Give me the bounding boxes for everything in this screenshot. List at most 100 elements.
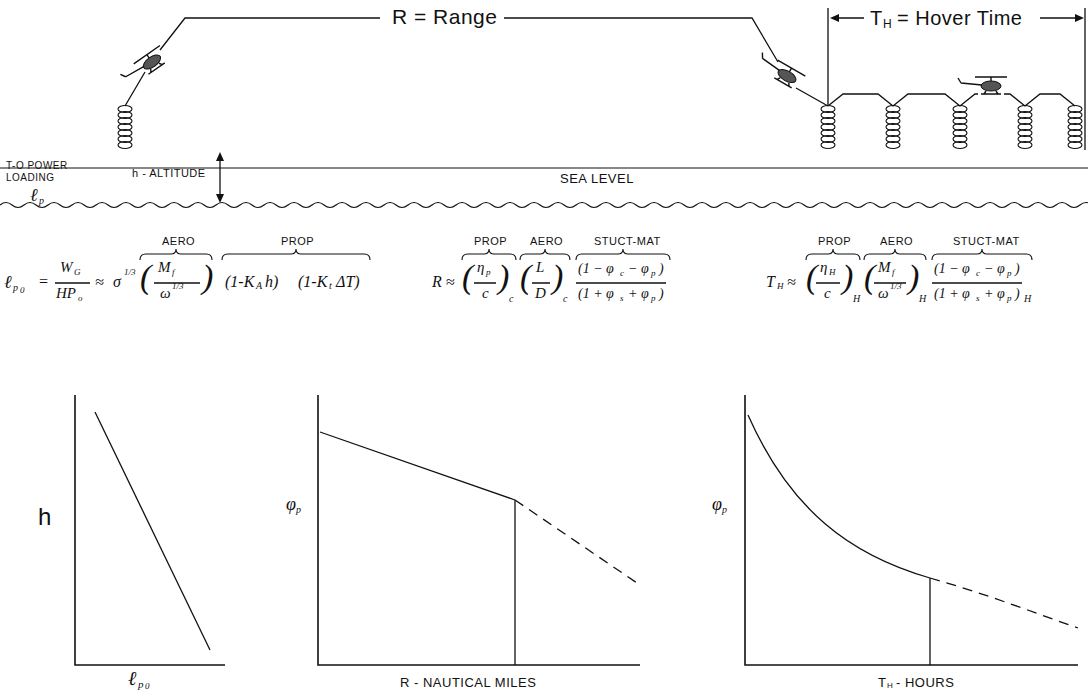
arrowhead bbox=[216, 152, 224, 161]
equation-term: p bbox=[722, 505, 727, 515]
helicopter bbox=[754, 52, 805, 91]
equation-term: ( bbox=[520, 260, 531, 294]
equation-term: c bbox=[824, 286, 831, 301]
equation-term: p bbox=[39, 196, 44, 206]
equation-term: ω bbox=[160, 286, 171, 301]
equation-term: ℓ bbox=[30, 186, 38, 204]
overbrace bbox=[576, 249, 670, 260]
chart-curve bbox=[748, 415, 930, 665]
label: PROP bbox=[818, 236, 851, 247]
chart-curve-dashed bbox=[930, 578, 1078, 628]
label: - HOURS bbox=[896, 676, 954, 689]
equation-term: φ bbox=[286, 495, 296, 513]
label: R = Range bbox=[392, 6, 497, 27]
coil-winding bbox=[118, 142, 132, 149]
helicopter bbox=[958, 77, 1007, 94]
equation-term: H bbox=[919, 294, 926, 304]
equation-term: H bbox=[1024, 294, 1031, 304]
equation-term: ) bbox=[1015, 262, 1020, 276]
equation-term: ) bbox=[498, 260, 509, 294]
equation-term: ( bbox=[806, 260, 817, 294]
flight-path bbox=[125, 18, 828, 106]
equation-term: 1/3 bbox=[890, 282, 902, 291]
equation-term: η bbox=[477, 260, 484, 275]
equation-term: (1-K bbox=[225, 274, 254, 290]
equation-term: ) bbox=[908, 260, 919, 294]
equation-term: c bbox=[509, 294, 513, 304]
equation-term: σ bbox=[113, 274, 121, 290]
equation-term: HP bbox=[56, 286, 76, 301]
hover-path bbox=[828, 94, 1075, 106]
label: AERO bbox=[880, 236, 913, 247]
equation-term: p bbox=[13, 283, 18, 293]
equation-term: (1 + φ bbox=[578, 287, 614, 301]
overbrace bbox=[520, 249, 570, 260]
arrowhead bbox=[1075, 14, 1084, 22]
equation-term: c bbox=[620, 269, 624, 278]
hover-dimension-line bbox=[828, 8, 1085, 150]
equation-term: p bbox=[1007, 269, 1012, 278]
equation-term: R ≈ bbox=[432, 274, 455, 290]
equation-term: ≈ bbox=[787, 274, 796, 290]
equation-term: G bbox=[74, 268, 81, 277]
helicopter bbox=[120, 45, 170, 87]
equation-term: η bbox=[820, 260, 827, 275]
equation-term: 1/3 bbox=[172, 282, 184, 291]
coil-winding bbox=[1018, 142, 1032, 149]
equation-term: p bbox=[1007, 294, 1012, 303]
equation-term: M bbox=[158, 260, 171, 275]
equation-term: H bbox=[853, 294, 860, 304]
label: H bbox=[887, 682, 893, 690]
fraction-bar bbox=[55, 282, 1022, 283]
sea-waves bbox=[0, 203, 1088, 208]
chart-line bbox=[320, 432, 515, 665]
overbrace bbox=[222, 249, 370, 260]
equation-term: H bbox=[829, 268, 836, 277]
equation-term: − φ bbox=[984, 262, 1005, 276]
equation-term: ( bbox=[864, 260, 875, 294]
equation-term: p bbox=[651, 294, 656, 303]
equation-term: ℓ bbox=[4, 273, 12, 291]
equation-term: D bbox=[535, 286, 546, 301]
equation-term: p bbox=[486, 268, 491, 277]
equation-term: s bbox=[620, 294, 624, 303]
equation-term: p bbox=[296, 505, 301, 515]
equation-term: ( bbox=[462, 260, 473, 294]
equation-term: + φ bbox=[628, 287, 649, 301]
equation-term: s bbox=[976, 294, 980, 303]
equation-term: W bbox=[60, 260, 73, 275]
equation-term: φ bbox=[712, 495, 722, 513]
equation-term: (1 − φ bbox=[578, 262, 614, 276]
chart-axes bbox=[75, 395, 1078, 665]
equation-term: − φ bbox=[628, 262, 649, 276]
label: h - ALTITUDE bbox=[132, 168, 206, 179]
equation-term: c bbox=[563, 294, 567, 304]
label: H bbox=[883, 18, 892, 30]
equation-term: ℓ bbox=[128, 668, 136, 688]
equation-term: ) bbox=[202, 260, 213, 294]
equation-term: c bbox=[976, 269, 980, 278]
label: R - NAUTICAL MILES bbox=[400, 676, 536, 689]
coil-winding bbox=[953, 142, 967, 149]
coil-winding bbox=[1068, 142, 1082, 149]
equation-term: ) bbox=[659, 262, 664, 276]
equation-term: c bbox=[482, 286, 489, 301]
label: T-O POWER LOADING bbox=[6, 160, 84, 183]
label: T bbox=[878, 676, 886, 689]
equation-term: 0 bbox=[20, 286, 25, 295]
equation-term: H bbox=[777, 282, 784, 291]
arrowhead bbox=[830, 14, 839, 22]
equation-term: f bbox=[892, 268, 895, 277]
equation-term: h) bbox=[265, 274, 278, 290]
equation-term: p bbox=[138, 679, 144, 690]
equation-term: t bbox=[329, 281, 332, 291]
equation-term: ( bbox=[140, 260, 151, 294]
overbrace bbox=[806, 249, 860, 260]
label: h bbox=[38, 505, 52, 529]
overbrace bbox=[140, 249, 212, 260]
equation-term: ω bbox=[878, 286, 889, 301]
equation-term: L bbox=[536, 260, 544, 275]
equation-term: ) bbox=[659, 287, 664, 301]
